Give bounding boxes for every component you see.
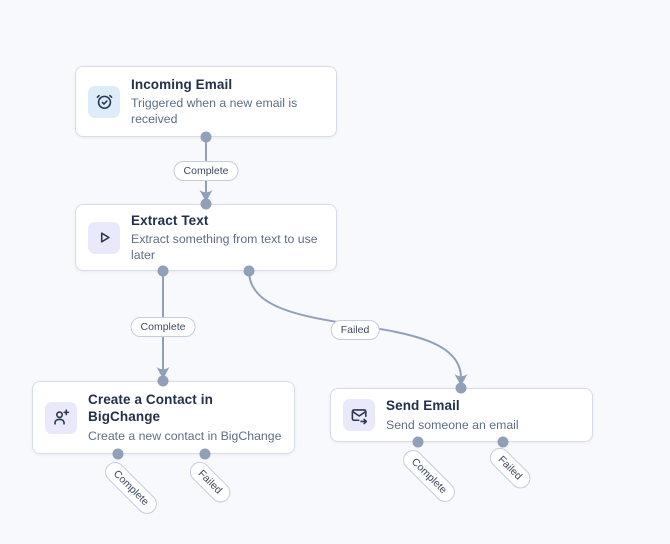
connection-handle[interactable] [157, 265, 169, 277]
port-label-complete[interactable]: Complete [100, 457, 162, 519]
node-send-email[interactable]: Send Email Send someone an email [330, 388, 593, 442]
user-plus-icon [45, 401, 77, 434]
connection-handle[interactable] [243, 265, 255, 277]
connection-handle[interactable] [157, 375, 169, 387]
node-text: Extract Text Extract something from text… [131, 212, 324, 264]
node-subtitle: Triggered when a new email is received [131, 95, 298, 127]
connection-handle[interactable] [199, 448, 211, 460]
node-text: Create a Contact in BigChange Create a n… [88, 391, 282, 444]
node-text: Incoming Email Triggered when a new emai… [131, 76, 324, 128]
alarm-clock-check-icon [88, 85, 120, 118]
edge-label-complete: Complete [130, 317, 196, 337]
edge-label-failed: Failed [330, 320, 380, 340]
node-title: Create a Contact in BigChange [88, 392, 213, 425]
node-title: Incoming Email [131, 76, 233, 92]
connection-handle[interactable] [497, 436, 509, 448]
connection-handle[interactable] [412, 436, 424, 448]
node-subtitle: Extract something from text to use later [131, 231, 318, 263]
mail-forward-icon [343, 399, 375, 431]
node-extract-text[interactable]: Extract Text Extract something from text… [75, 204, 337, 271]
node-text: Send Email Send someone an email [386, 397, 519, 432]
port-label-failed[interactable]: Failed [485, 443, 535, 493]
node-incoming-email[interactable]: Incoming Email Triggered when a new emai… [75, 66, 337, 137]
connection-handle[interactable] [200, 131, 212, 143]
port-label-failed[interactable]: Failed [185, 457, 235, 507]
node-title: Extract Text [131, 212, 209, 228]
connection-handle[interactable] [455, 382, 467, 394]
node-subtitle: Create a new contact in BigChange [88, 428, 282, 443]
node-create-contact[interactable]: Create a Contact in BigChange Create a n… [32, 381, 295, 454]
edge-label-complete: Complete [173, 161, 239, 181]
play-icon [88, 221, 120, 254]
node-title: Send Email [386, 398, 460, 414]
connection-handle[interactable] [200, 198, 212, 210]
connection-handle[interactable] [112, 448, 124, 460]
port-label-complete[interactable]: Complete [398, 445, 460, 507]
node-subtitle: Send someone an email [386, 417, 519, 432]
